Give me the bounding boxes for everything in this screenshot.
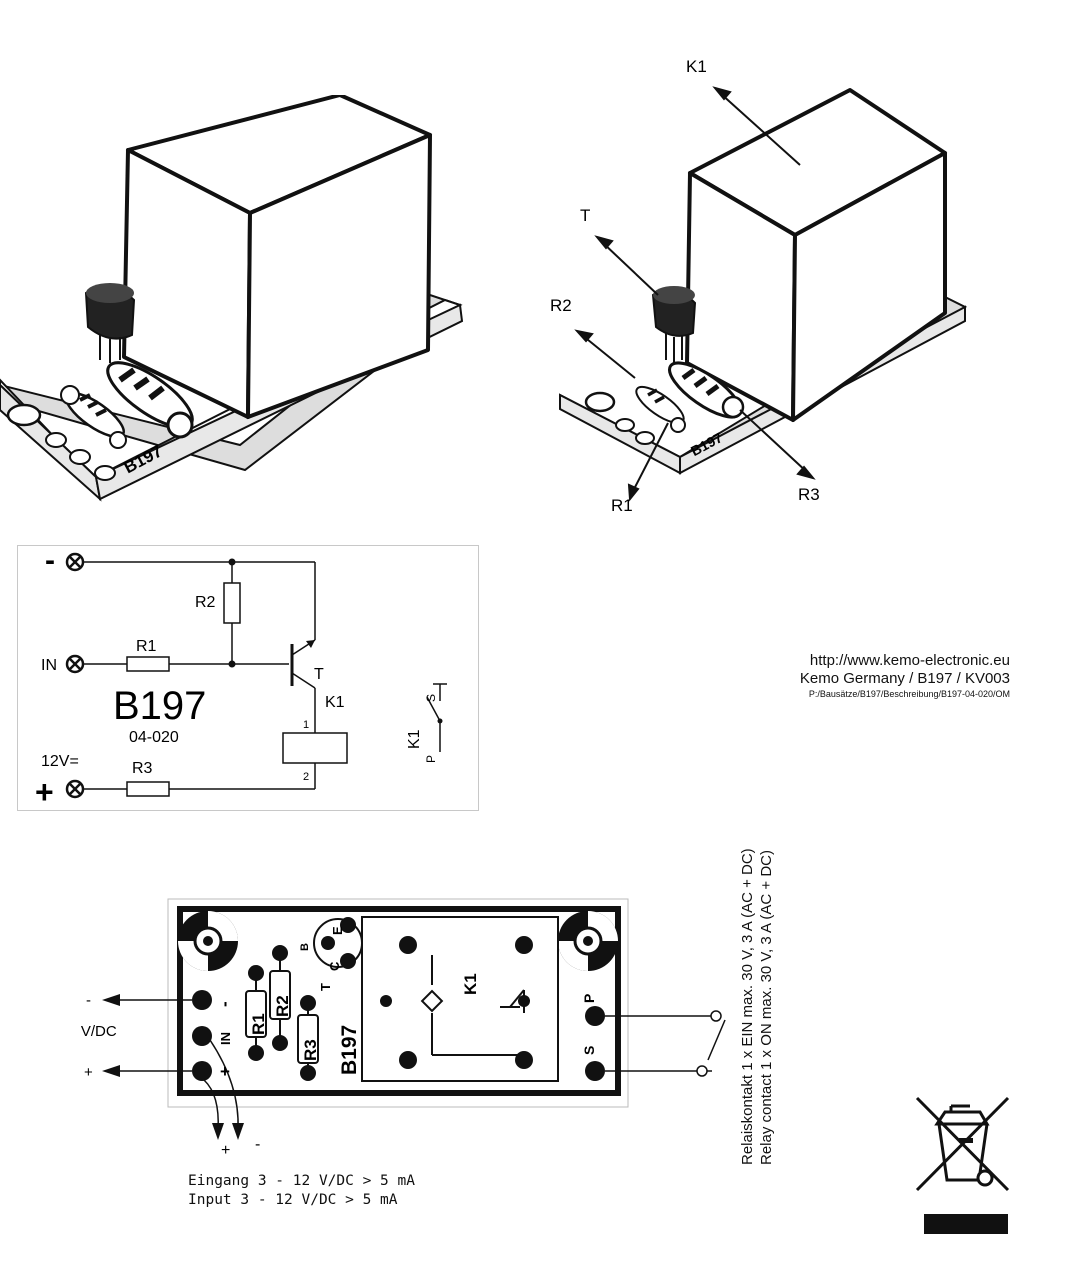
schematic-minus-label: - <box>45 545 55 577</box>
schematic-t-label: T <box>314 666 324 683</box>
relay-spec-de: Relaiskontakt 1 x EIN max. 30 V, 3 A (AC… <box>739 848 756 1165</box>
pcb-b-label: B <box>299 943 311 951</box>
pcb-t-label: T <box>318 983 333 991</box>
pcb-k1-label: K1 <box>461 973 480 995</box>
crossed-out-wheelie-bin-icon <box>915 1096 1010 1234</box>
pcb-plus-label: + <box>220 1062 230 1081</box>
mounting-hole-right-icon <box>558 911 618 971</box>
module-3d-drawing-plain: B197 <box>0 95 464 502</box>
terminal-minus-icon <box>65 552 85 572</box>
schematic-pin1-label: 1 <box>303 719 309 731</box>
pcb-c-label: C <box>327 961 342 971</box>
pcb-s-label: S <box>581 1046 597 1055</box>
callout-k1: K1 <box>686 57 707 76</box>
board-holes-3d-labeled <box>584 391 655 445</box>
document-path: P:/Bausätze/B197/Beschreibung/B197-04-02… <box>808 689 1010 699</box>
board-holes-3d <box>6 403 116 481</box>
callout-arrows <box>574 86 816 502</box>
input-spec: Eingang 3 - 12 V/DC > 5 mA Input 3 - 12 … <box>188 1172 415 1210</box>
transistor-3d <box>84 283 136 363</box>
callout-r3: R3 <box>798 485 820 504</box>
schematic-supply-label: 12V= <box>41 753 79 770</box>
pcb-in-label: IN <box>218 1032 233 1045</box>
resistors-3d <box>60 361 194 449</box>
input-plus-label: + <box>221 1142 230 1155</box>
manufacturer-info: http://www.kemo-electronic.eu Kemo Germa… <box>800 652 1010 700</box>
pcb-r1-label: R1 <box>249 1013 268 1035</box>
wire-minus-label: - <box>86 992 91 1009</box>
emitter-arrow <box>306 640 315 648</box>
schematic-r1-label: R1 <box>136 638 157 655</box>
pcb-wiring-diagram: B197 R1 R2 R3 K1 C E B T P S IN - + - + … <box>80 898 726 1155</box>
mounting-hole-left-icon <box>178 911 238 971</box>
callout-r1: R1 <box>611 496 633 515</box>
resistors-3d-labeled <box>635 361 745 433</box>
schematic-in-label: IN <box>41 657 57 674</box>
supply-voltage-label: 12 V/DC <box>80 1023 117 1040</box>
relay-spec-en: Relay contact 1 x ON max. 30 V, 3 A (AC … <box>758 850 775 1165</box>
callout-r2: R2 <box>550 296 572 315</box>
callout-t: T <box>580 206 590 225</box>
manufacturer-url[interactable]: http://www.kemo-electronic.eu <box>809 652 1010 669</box>
pcb-p-label: P <box>581 994 597 1003</box>
manufacturer-line: Kemo Germany / B197 / KV003 <box>799 670 1010 687</box>
wire-plus-label: + <box>84 1064 93 1081</box>
input-spec-de: Eingang 3 - 12 V/DC > 5 mA <box>188 1173 415 1189</box>
contact-k1-label: K1 <box>406 729 423 749</box>
contact-p-label: P <box>424 755 438 763</box>
schematic-plus-label: + <box>35 774 54 810</box>
circuit-schematic: - IN 12V= + R1 R2 R3 T K1 1 2 B197 04-02… <box>17 545 479 811</box>
pcb-e-label: E <box>330 926 345 935</box>
schematic-r3-label: R3 <box>132 760 153 777</box>
contact-s-label: S <box>424 694 438 702</box>
schematic-r2-label: R2 <box>195 594 216 611</box>
input-minus-label: - <box>255 1136 260 1153</box>
relay-spec: Relaiskontakt 1 x EIN max. 30 V, 3 A (AC… <box>738 848 776 1165</box>
module-3d-drawing-labeled: B197 K1 T R2 R1 R3 <box>550 57 968 515</box>
terminal-plus-icon <box>65 779 85 799</box>
schematic-title: B197 <box>113 684 206 728</box>
terminal-in-icon <box>65 654 85 674</box>
schematic-k1-label: K1 <box>325 694 345 711</box>
pcb-minus-label: - <box>215 1001 234 1007</box>
relay-k1-3d <box>122 95 432 419</box>
pcb-r3-label: R3 <box>301 1039 320 1061</box>
schematic-pin2-label: 2 <box>303 771 309 783</box>
transistor-3d-labeled <box>651 286 697 363</box>
relay-k1-3d-labeled <box>685 88 947 422</box>
schematic-code: 04-020 <box>129 729 179 746</box>
input-spec-en: Input 3 - 12 V/DC > 5 mA <box>188 1192 398 1208</box>
pcb-board-label: B197 <box>338 1025 361 1075</box>
pcb-r2-label: R2 <box>273 995 292 1017</box>
